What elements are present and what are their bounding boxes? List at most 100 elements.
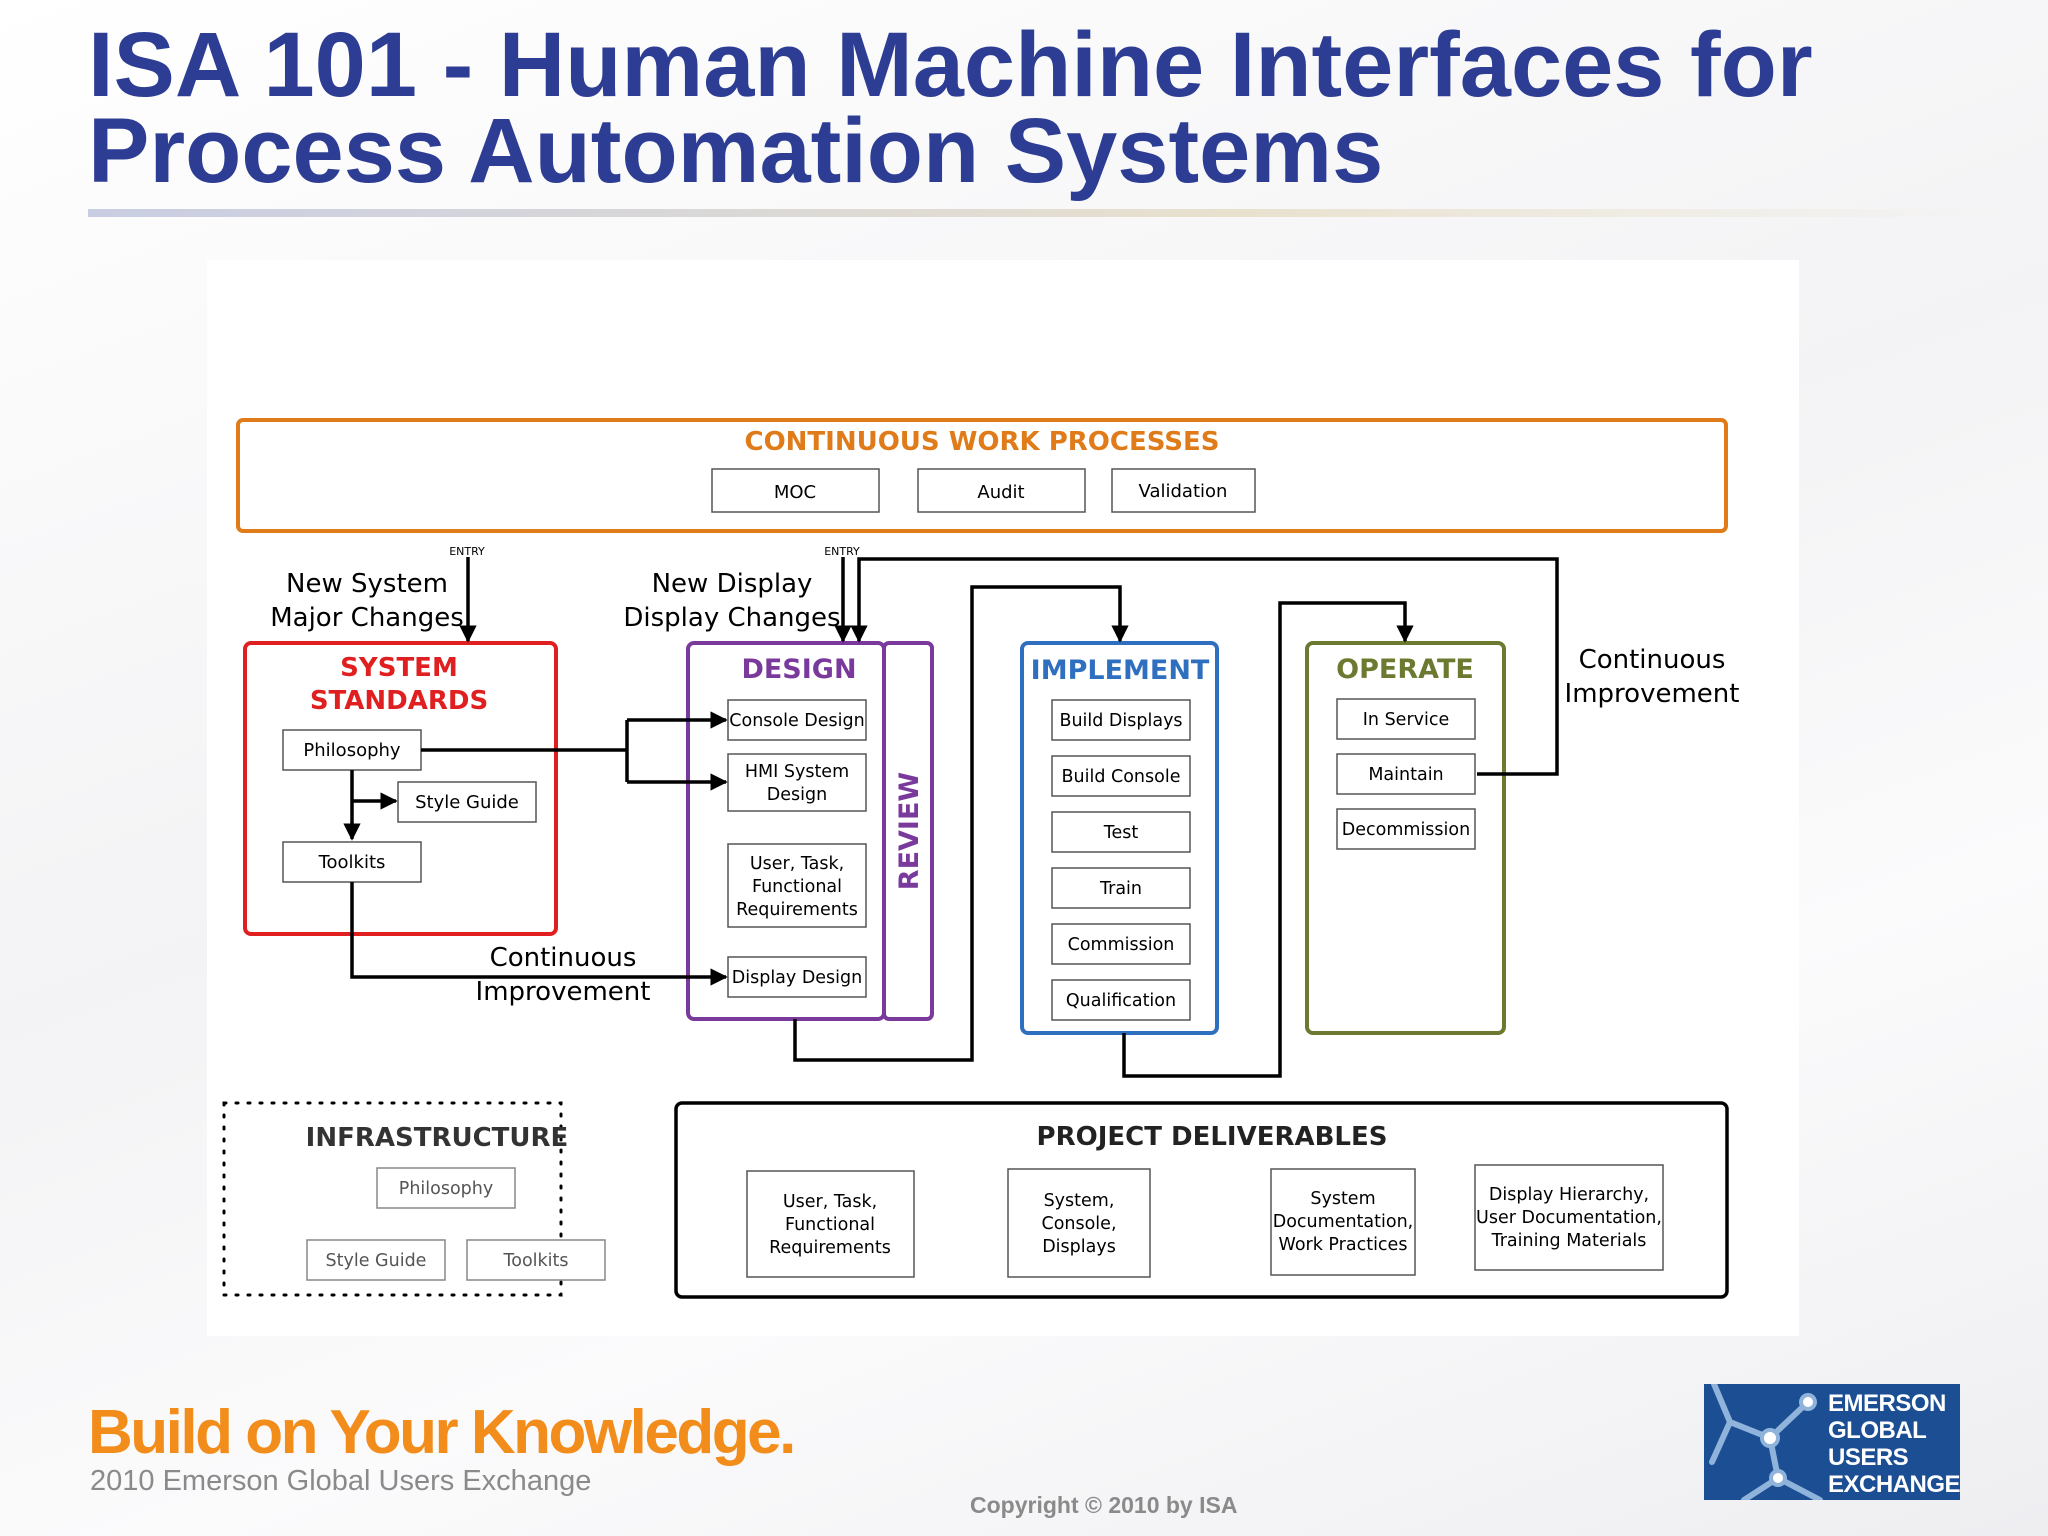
validation-box bbox=[1111, 468, 1256, 513]
infra-philosophy-box bbox=[376, 1167, 516, 1209]
ci-left-line-2: Improvement bbox=[476, 977, 651, 1007]
toolkits-label: Toolkits bbox=[318, 852, 386, 873]
infra-toolkits-box bbox=[466, 1239, 606, 1281]
hmi-system-design-line-2: Design bbox=[767, 785, 827, 805]
design-title: DESIGN bbox=[741, 654, 856, 685]
test-label: Test bbox=[1103, 823, 1139, 843]
tagline-subtitle: 2010 Emerson Global Users Exchange bbox=[90, 1465, 592, 1497]
continuous-work-processes-title: CONTINUOUS WORK PROCESSES bbox=[744, 427, 1219, 457]
continuous-improvement-loop bbox=[850, 557, 1559, 776]
design-group: DESIGN Console Design HMI System Design … bbox=[686, 641, 886, 1021]
style-guide-box bbox=[397, 781, 537, 823]
hmi-system-design-box bbox=[727, 753, 867, 812]
style-guide-label: Style Guide bbox=[415, 792, 519, 813]
audit-box bbox=[917, 468, 1086, 513]
slide-title: ISA 101 - Human Machine Interfaces for P… bbox=[88, 14, 1813, 197]
deliverable-system-line-1: System, bbox=[1044, 1191, 1115, 1211]
infra-style-guide-label: Style Guide bbox=[326, 1251, 427, 1271]
deliverable-requirements-line-3: Requirements bbox=[769, 1238, 891, 1258]
isa101-lifecycle-diagram: CONTINUOUS WORK PROCESSES MOC Audit Vali… bbox=[207, 260, 1799, 1336]
ci-right-line-2: Improvement bbox=[1565, 679, 1740, 709]
philosophy-label: Philosophy bbox=[303, 740, 401, 761]
maintain-label: Maintain bbox=[1368, 765, 1443, 785]
test-box bbox=[1051, 811, 1191, 853]
decommission-box bbox=[1336, 808, 1476, 850]
deliverable-system-line-2: Console, bbox=[1041, 1214, 1116, 1234]
build-console-box bbox=[1051, 755, 1191, 797]
logo-wordmark: EMERSON GLOBAL USERS EXCHANGE bbox=[1828, 1390, 1960, 1498]
build-displays-box bbox=[1051, 699, 1191, 741]
requirements-line-2: Functional bbox=[752, 877, 842, 897]
deliverable-system-line-3: Displays bbox=[1042, 1237, 1116, 1257]
build-displays-label: Build Displays bbox=[1059, 711, 1182, 731]
deliverable-hierarchy-box bbox=[1474, 1164, 1664, 1271]
train-box bbox=[1051, 867, 1191, 909]
hmi-system-design-line-1: HMI System bbox=[745, 762, 849, 782]
new-system-line-2: Major Changes bbox=[270, 603, 464, 633]
requirements-box bbox=[727, 843, 867, 928]
new-display-line-1: New Display bbox=[652, 569, 813, 599]
design-to-implement-arrow bbox=[793, 585, 1129, 1062]
infrastructure-group: INFRASTRUCTURE Philosophy Style Guide To… bbox=[222, 1101, 606, 1297]
in-service-label: In Service bbox=[1363, 710, 1450, 730]
system-standards-title-1: SYSTEM bbox=[340, 653, 458, 683]
commission-box bbox=[1051, 923, 1191, 965]
new-system-line-1: New System bbox=[286, 569, 448, 599]
validation-label: Validation bbox=[1139, 481, 1228, 502]
entry-label-system: ENTRY bbox=[449, 545, 485, 558]
display-design-label: Display Design bbox=[732, 968, 863, 988]
infra-style-guide-box bbox=[306, 1239, 446, 1281]
deliverable-requirements-line-2: Functional bbox=[785, 1215, 875, 1235]
operate-title: OPERATE bbox=[1336, 654, 1474, 685]
console-design-box bbox=[727, 699, 867, 741]
audit-label: Audit bbox=[977, 482, 1024, 503]
tagline: Build on Your Knowledge. bbox=[88, 1398, 796, 1467]
deliverable-hierarchy-line-3: Training Materials bbox=[1491, 1231, 1647, 1251]
console-design-label: Console Design bbox=[729, 711, 864, 731]
requirements-line-1: User, Task, bbox=[750, 854, 844, 874]
deliverable-hierarchy-line-1: Display Hierarchy, bbox=[1489, 1185, 1649, 1205]
arrow-to-display-design bbox=[350, 882, 728, 986]
emerson-global-users-exchange-logo: EMERSON GLOBAL USERS EXCHANGE bbox=[1704, 1384, 1960, 1500]
infrastructure-title: INFRASTRUCTURE bbox=[306, 1123, 569, 1153]
philosophy-box bbox=[282, 729, 422, 771]
in-service-box bbox=[1336, 698, 1476, 740]
deliverable-documentation-box bbox=[1270, 1168, 1416, 1276]
moc-label: MOC bbox=[774, 482, 816, 503]
decommission-label: Decommission bbox=[1342, 820, 1470, 840]
ci-left-line-1: Continuous bbox=[490, 943, 637, 973]
logo-line-4: EXCHANGE bbox=[1828, 1471, 1960, 1498]
commission-label: Commission bbox=[1068, 935, 1175, 955]
logo-line-3: USERS bbox=[1828, 1444, 1909, 1471]
display-design-box bbox=[727, 956, 867, 998]
entry-label-display: ENTRY bbox=[824, 545, 860, 558]
slide-title-line-1: ISA 101 - Human Machine Interfaces for bbox=[88, 14, 1813, 116]
copyright-notice: Copyright © 2010 by ISA bbox=[970, 1492, 1238, 1518]
maintain-box bbox=[1336, 753, 1476, 795]
flow-connectors bbox=[343, 557, 1559, 1078]
moc-box bbox=[711, 468, 880, 513]
title-divider bbox=[88, 209, 2008, 217]
deliverable-requirements-box bbox=[746, 1170, 915, 1278]
system-standards-group: SYSTEM STANDARDS Philosophy Style Guide … bbox=[243, 641, 558, 936]
project-deliverables-title: PROJECT DELIVERABLES bbox=[1037, 1122, 1388, 1152]
infra-philosophy-label: Philosophy bbox=[399, 1179, 493, 1199]
qualification-label: Qualification bbox=[1066, 991, 1176, 1011]
deliverable-system-box bbox=[1007, 1168, 1151, 1278]
new-display-line-2: Display Changes bbox=[623, 603, 840, 633]
deliverable-hierarchy-line-2: User Documentation, bbox=[1476, 1208, 1662, 1228]
requirements-line-3: Requirements bbox=[736, 900, 858, 920]
ci-right-line-1: Continuous bbox=[1579, 645, 1726, 675]
train-label: Train bbox=[1099, 879, 1142, 899]
logo-line-1: EMERSON bbox=[1828, 1390, 1946, 1417]
operate-group: OPERATE In Service Maintain Decommission bbox=[1305, 641, 1506, 1035]
review-label: REVIEW bbox=[894, 772, 925, 890]
infra-toolkits-label: Toolkits bbox=[503, 1251, 569, 1271]
deliverable-requirements-line-1: User, Task, bbox=[783, 1192, 877, 1212]
implement-group: IMPLEMENT Build Displays Build Console T… bbox=[1020, 641, 1219, 1035]
review-group: REVIEW bbox=[882, 641, 934, 1021]
deliverable-documentation-line-3: Work Practices bbox=[1279, 1235, 1408, 1255]
implement-title: IMPLEMENT bbox=[1031, 655, 1210, 686]
implement-to-operate-arrow bbox=[1122, 601, 1414, 1078]
diagram-svg: CONTINUOUS WORK PROCESSES MOC Audit Vali… bbox=[222, 418, 1740, 1299]
